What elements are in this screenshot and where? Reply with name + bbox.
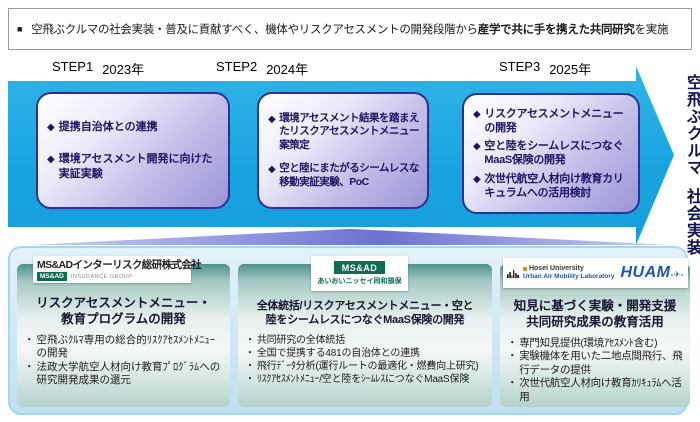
step2-label: STEP2 2024年 [216, 59, 308, 78]
aioi-logo: MS&AD あいおいニッセイ同和損保 [311, 256, 408, 291]
step3-box: ◆ リスクアセスメントメニューの開発 ◆ 空と陸をシームレスにつなぐMaaS保険… [462, 93, 640, 214]
dot-bullet-icon: ・ [24, 360, 35, 373]
uam-lab-label: Urban Air Mobility Laboratory [522, 273, 615, 281]
diamond-bullet-icon: ◆ [268, 164, 276, 176]
step3-year: 2025年 [549, 62, 592, 77]
hosei-university-label: Hosei University [522, 265, 615, 273]
partner-box-interrisk: リスクアセスメントメニュー・ 教育プログラムの開発 ・空飛ぶｸﾙﾏ専用の総合的ﾘ… [17, 264, 230, 407]
goal-line2: 社会実装 [684, 188, 700, 256]
square-bullet-icon: ■ [17, 23, 23, 34]
insurance-group-label: INSURANCE GROUP [70, 273, 133, 280]
partner2-bullets: ・共同研究の全体統括 ・全国で提携する481の自治体との連携 ・飛行ﾃﾞｰﾀ分析… [245, 334, 486, 386]
step1-label: STEP1 2023年 [52, 59, 144, 78]
diamond-bullet-icon: ◆ [47, 154, 55, 166]
orange-dot-icon [522, 267, 527, 272]
dot-bullet-icon: ・ [24, 333, 35, 346]
list-item: ・実験機体を用いた二地点間飛行、飛行データの提供 [507, 350, 683, 376]
partner2-title: 全体統括/リスクアセスメントメニュー・空と 陸をシームレスにつなぐMaaS保険の… [256, 300, 474, 327]
partner3-bullets: ・専門知見提供(環境ｱｾｽﾒﾝﾄ含む) ・実験機体を用いた二地点間飛行、飛行デー… [507, 337, 684, 405]
step1-item: ◆ 環境アセスメント開発に向けた実証実験 [47, 153, 213, 180]
goal-line1: 空飛ぶクルマ [684, 74, 700, 176]
msad-brand-icon: MS&AD [333, 261, 386, 274]
list-item: ・ﾘｽｸｱｾｽﾒﾝﾄﾒﾆｭｰ/空と陸をｼｰﾑﾚｽにつなぐMaaS保険 [245, 373, 470, 385]
goal-banner: 空飛ぶクルマ社会実装 [674, 74, 700, 258]
interrisk-logo: MS&ADインターリスク総研株式会社 MS&AD INSURANCE GROUP [33, 256, 202, 283]
step2-item: ◆ 空と陸にまたがるシームレスな移動実証実験、PoC [268, 162, 419, 188]
step1-item: ◆ 提携自治体との連携 [47, 121, 158, 134]
list-item: ・共同研究の全体統括 [245, 334, 346, 346]
huam-wordmark: HUAM-✈- [620, 264, 684, 281]
dot-bullet-icon: ・ [245, 334, 255, 346]
step3-item: ◆ 空と陸をシームレスにつなぐMaaS保険の開発 [473, 140, 624, 167]
dot-bullet-icon: ・ [245, 373, 255, 385]
skyline-icon [507, 268, 519, 278]
list-item: ・次世代航空人材向け教育ｶﾘｷｭﾗﾑへ活用 [507, 377, 682, 404]
list-item: ・専門知見提供(環境ｱｾｽﾒﾝﾄ含む) [507, 336, 658, 349]
header-text: 空飛ぶクルマの社会実装・普及に貢献すべく、機体やリスクアセスメントの開発段階から… [31, 24, 669, 36]
list-item: ・飛行ﾃﾞｰﾀ分析(運行ルートの最適化・燃費向上研究) [245, 360, 479, 372]
dot-bullet-icon: ・ [245, 360, 255, 372]
step3-name: STEP3 [499, 59, 541, 74]
step1-box: ◆ 提携自治体との連携 ◆ 環境アセスメント開発に向けた実証実験 [36, 92, 230, 209]
step3-item: ◆ リスクアセスメントメニューの開発 [473, 107, 624, 135]
diamond-bullet-icon: ◆ [473, 173, 481, 185]
aioi-company-name: あいおいニッセイ同和損保 [317, 278, 402, 285]
step1-year: 2023年 [102, 62, 145, 77]
diamond-bullet-icon: ◆ [268, 113, 276, 125]
interrisk-company-name: MS&ADインターリスク総研株式会社 [37, 259, 202, 271]
diamond-bullet-icon: ◆ [473, 108, 481, 120]
partner1-bullets: ・空飛ぶｸﾙﾏ専用の総合的ﾘｽｸｱｾｽﾒﾝﾄﾒﾆｭｰの開発 ・法政大学航空人材向… [24, 334, 224, 389]
huam-logo: Hosei University Urban Air Mobility Labo… [503, 258, 688, 288]
list-item: ・空飛ぶｸﾙﾏ専用の総合的ﾘｽｸｱｾｽﾒﾝﾄﾒﾆｭｰの開発 [24, 333, 215, 360]
connector-arrow [30, 228, 670, 245]
dot-bullet-icon: ・ [507, 336, 518, 349]
list-item: ・法政大学航空人材向け教育ﾌﾟﾛｸﾞﾗﾑへの研究開発成果の還元 [24, 360, 221, 387]
dot-bullet-icon: ・ [245, 347, 255, 359]
dot-bullet-icon: ・ [507, 350, 518, 363]
dot-bullet-icon: ・ [507, 377, 518, 390]
partner1-title: リスクアセスメントメニュー・ 教育プログラムの開発 [36, 296, 211, 327]
msad-brand-icon: MS&AD [37, 272, 67, 281]
header-note: ■ 空飛ぶクルマの社会実装・普及に貢献すべく、機体やリスクアセスメントの開発段階… [8, 8, 692, 50]
list-item: ・全国で提携する481の自治体との連携 [245, 347, 420, 359]
diamond-bullet-icon: ◆ [473, 141, 481, 153]
step3-item: ◆ 次世代航空人材向け教育カリキュラムへの活用検討 [473, 172, 624, 199]
plane-icon: -✈- [670, 270, 684, 279]
partner3-title: 知見に基づく実験・開発支援 共同研究成果の教育活用 [513, 299, 677, 330]
step2-item: ◆ 環境アセスメント結果を踏まえたリスクアセスメントメニュー案策定 [268, 111, 419, 151]
step2-year: 2024年 [266, 62, 309, 77]
step3-label: STEP3 2025年 [499, 59, 591, 78]
step1-name: STEP1 [52, 59, 94, 74]
diamond-bullet-icon: ◆ [47, 122, 55, 134]
step2-name: STEP2 [216, 59, 258, 74]
step2-box: ◆ 環境アセスメント結果を踏まえたリスクアセスメントメニュー案策定 ◆ 空と陸に… [257, 92, 429, 209]
